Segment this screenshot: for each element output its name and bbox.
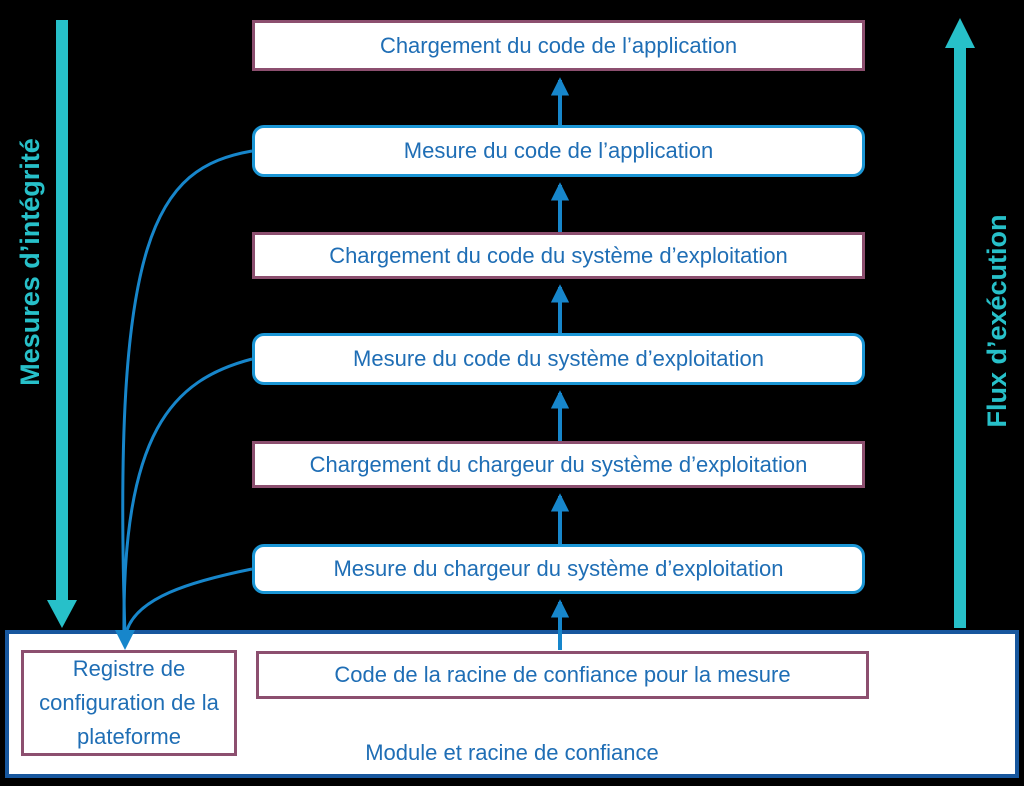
trust-module-container: Registre de configuration de la platefor… [5, 630, 1019, 778]
box-load-application: Chargement du code de l’application [252, 20, 865, 71]
box-measure-os-label: Mesure du code du système d’exploitation [353, 346, 764, 371]
box-measure-bootloader-label: Mesure du chargeur du système d’exploita… [333, 556, 784, 581]
box-measure-application-label: Mesure du code de l’application [403, 138, 714, 163]
pcr-box-label: Registre de configuration de la platefor… [39, 655, 219, 750]
curve-measure-os-to-pcr [122, 357, 253, 635]
box-measure-os: Mesure du code du système d’exploitation [252, 333, 865, 385]
integrity-measures-label: Mesures d’intégrité [14, 138, 45, 386]
integrity-measures-arrow [47, 20, 77, 628]
box-load-bootloader-label: Chargement du chargeur du système d’expl… [309, 451, 808, 477]
box-load-application-label: Chargement du code de l’application [379, 32, 738, 58]
measurement-curves [115, 149, 253, 650]
execution-flow-arrow [945, 18, 975, 628]
execution-flow-label: Flux d’exécution [981, 214, 1012, 428]
curve-measure-bootloader-to-pcr [125, 567, 253, 631]
box-measure-bootloader: Mesure du chargeur du système d’exploita… [252, 544, 865, 594]
box-root-of-trust-measurement-code: Code de la racine de confiance pour la m… [256, 651, 869, 699]
trust-module-label: Module et racine de confiance [365, 740, 659, 765]
box-platform-configuration-register: Registre de configuration de la platefor… [21, 650, 237, 756]
box-load-os-label: Chargement du code du système d’exploita… [329, 242, 788, 268]
box-measure-application: Mesure du code de l’application [252, 125, 865, 177]
curve-measure-app-to-pcr [121, 149, 253, 635]
box-load-bootloader: Chargement du chargeur du système d’expl… [252, 441, 865, 488]
rtm-box-label: Code de la racine de confiance pour la m… [334, 662, 791, 687]
box-load-os: Chargement du code du système d’exploita… [252, 232, 865, 279]
